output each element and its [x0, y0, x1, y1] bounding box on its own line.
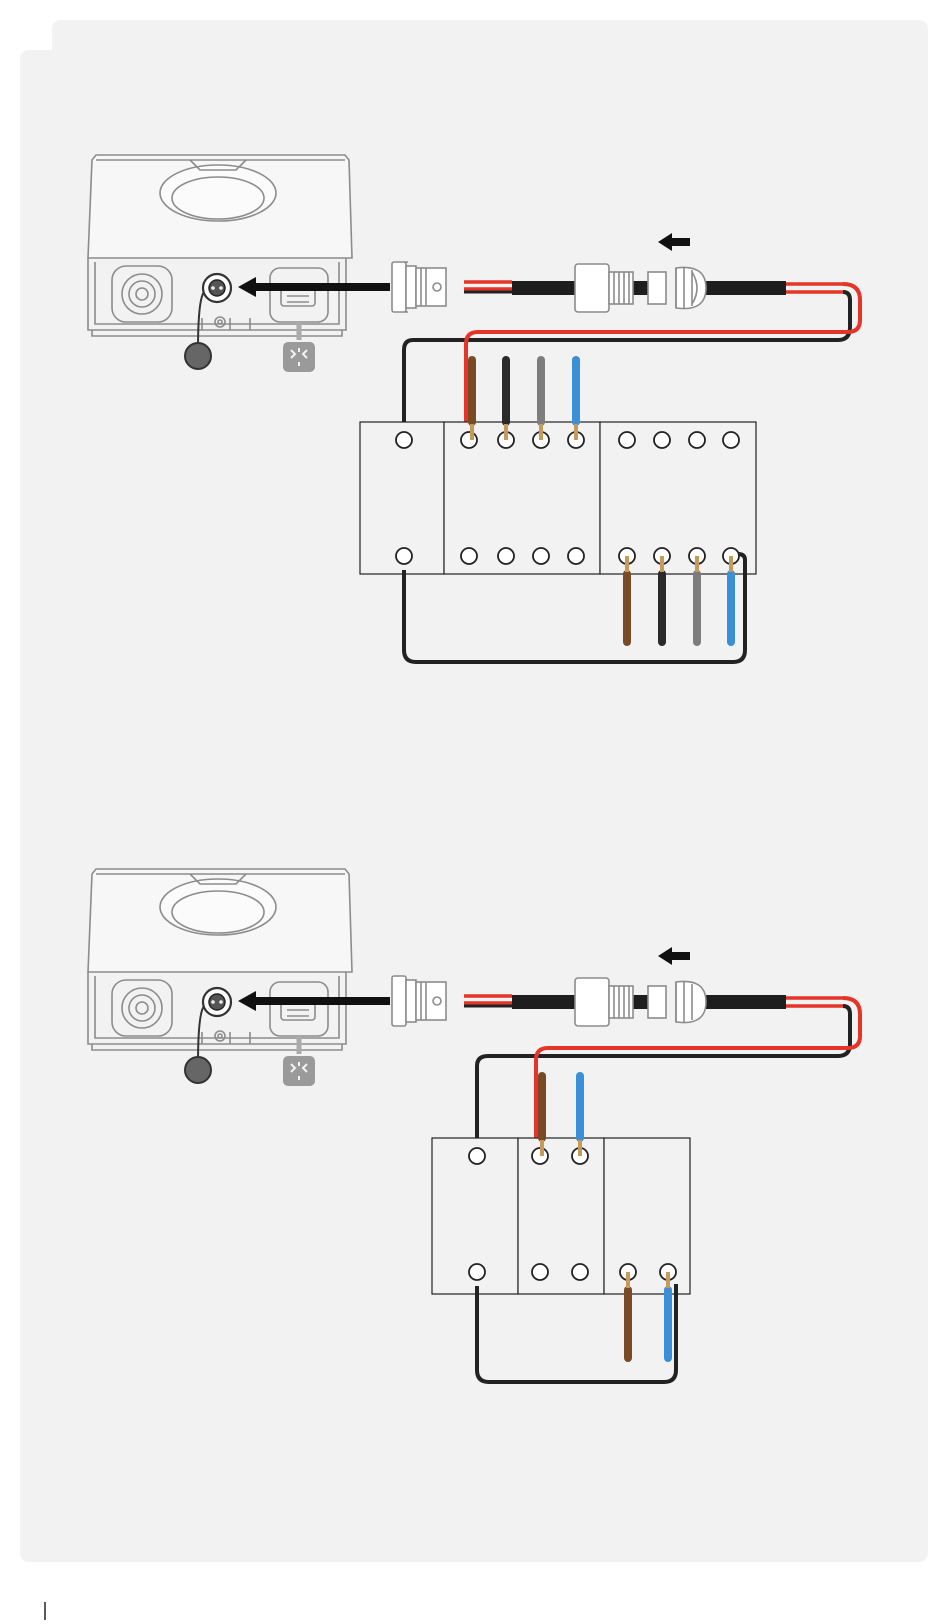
terminal-screw: [461, 548, 477, 564]
terminal-screw: [572, 1264, 588, 1280]
charger-socket-icon: [203, 274, 231, 302]
charger-socket-icon: [203, 988, 231, 1016]
terminal-screw: [461, 432, 477, 448]
terminal-screw: [568, 548, 584, 564]
terminal-screw: [533, 548, 549, 564]
terminal-screw: [396, 432, 412, 448]
connector-plug-icon: [392, 976, 446, 1026]
terminal-screw: [469, 1148, 485, 1164]
terminal-screw: [723, 432, 739, 448]
two-pole-breaker: [518, 1138, 604, 1294]
terminal-screw: [654, 432, 670, 448]
terminal-screw: [532, 1264, 548, 1280]
terminal-screw: [498, 548, 514, 564]
terminal-screw: [689, 432, 705, 448]
terminal-screw: [469, 1264, 485, 1280]
two-pole-rcd: [604, 1138, 690, 1294]
terminal-screw: [619, 432, 635, 448]
terminal-screw: [396, 548, 412, 564]
connector-plug-icon: [392, 262, 446, 312]
